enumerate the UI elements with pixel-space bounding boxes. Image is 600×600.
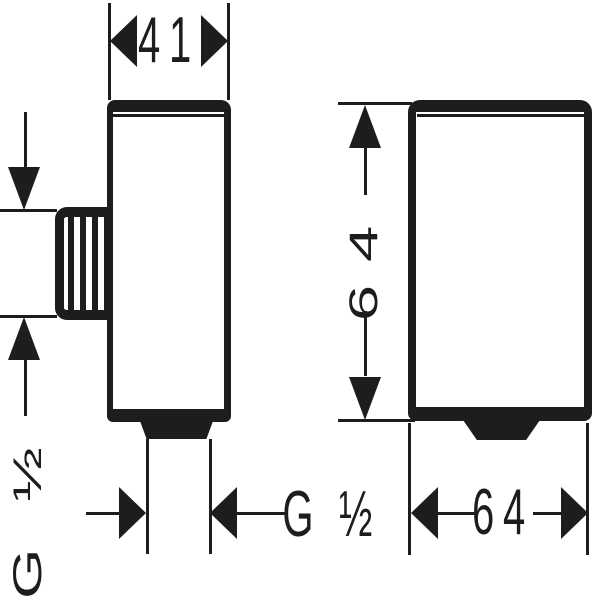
front-view-body-outline: [408, 100, 592, 421]
arrowhead-down-icon: [349, 377, 381, 420]
arrowhead-right-icon: [561, 487, 588, 539]
front-view-outlet-nub: [463, 420, 540, 440]
extension-line: [408, 423, 411, 555]
dimension-stem: [363, 148, 367, 195]
dimension-stem: [23, 359, 27, 416]
extension-line: [338, 102, 412, 105]
side-view-outlet-nub: [140, 421, 213, 439]
dimension-stem: [363, 311, 367, 376]
arrowhead-up-icon: [349, 105, 381, 148]
dimension-stem: [533, 511, 562, 515]
dimension-leader: [86, 511, 119, 515]
dimension-value-front-width: 64: [471, 477, 535, 549]
arrowhead-left-icon: [411, 487, 438, 539]
dimension-stem: [438, 511, 478, 515]
dimension-stem: [23, 112, 27, 167]
dimension-value-wall-thread: G ½: [6, 432, 50, 600]
thread-hatch-line: [68, 217, 74, 310]
arrowhead-up-icon: [8, 317, 40, 360]
thread-hatch-line: [80, 217, 86, 310]
arrowhead-down-icon: [8, 167, 40, 210]
extension-line: [226, 3, 230, 100]
arrowhead-right-icon: [201, 15, 228, 67]
arrowhead-left-icon: [110, 15, 137, 67]
extension-line: [0, 314, 57, 318]
extension-line: [107, 3, 111, 100]
side-view-body-outline: [107, 100, 231, 422]
side-view-faceplate-line: [113, 114, 225, 117]
arrowhead-right-icon: [119, 487, 146, 539]
side-view-outlet-cylinder-left-line: [145, 439, 149, 554]
extension-line: [0, 208, 57, 212]
side-view-thread-connector: [55, 207, 108, 320]
dimension-leader: [237, 511, 287, 515]
extension-line: [338, 418, 415, 422]
arrowhead-left-icon: [210, 487, 237, 539]
dimension-value-top-width: 41: [137, 5, 201, 77]
dimension-value-outlet-thread: G ½: [282, 479, 380, 551]
thread-hatch-line: [92, 217, 98, 310]
front-view-faceplate-line: [417, 114, 587, 117]
